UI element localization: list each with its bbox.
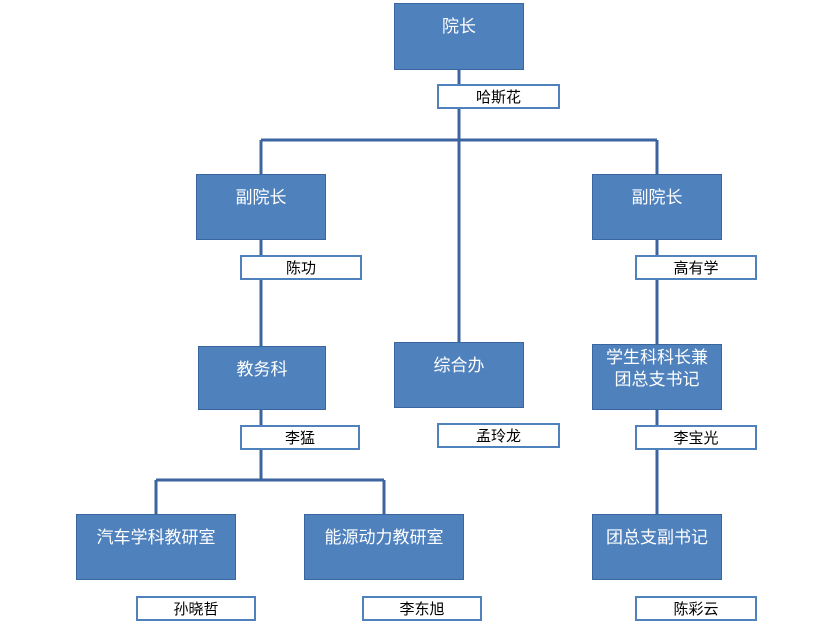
tag-academic-affairs-name-text: 李猛 [284,429,315,447]
box-academic-affairs-title: 教务科 [236,360,288,380]
tag-energy-lab-name: 李东旭 [362,596,482,621]
tag-youth-league-deputy-name-text: 陈彩云 [673,600,719,618]
box-energy-lab: 能源动力教研室 [304,514,464,580]
tag-dean-name-text: 哈斯花 [475,88,521,106]
tag-student-affairs-name: 李宝光 [635,425,757,450]
box-student-affairs: 学生科科长兼团总支书记 [592,344,722,410]
box-auto-lab-title: 汽车学科教研室 [96,528,216,548]
box-vice-dean-2-title: 副院长 [631,188,683,208]
box-academic-affairs: 教务科 [198,346,326,410]
box-energy-lab-title: 能源动力教研室 [324,528,444,548]
tag-auto-lab-name: 孙晓哲 [136,596,256,621]
tag-general-office-name: 孟玲龙 [437,423,560,448]
box-general-office: 综合办 [394,342,524,408]
box-dean: 院长 [394,3,524,70]
tag-energy-lab-name-text: 李东旭 [399,600,445,618]
tag-academic-affairs-name: 李猛 [240,425,360,450]
tag-auto-lab-name-text: 孙晓哲 [173,600,219,618]
box-vice-dean-1: 副院长 [196,174,326,240]
box-vice-dean-2: 副院长 [592,174,722,240]
box-vice-dean-1-title: 副院长 [235,188,287,208]
box-general-office-title: 综合办 [433,356,485,376]
tag-vice-dean-2-name: 高有学 [635,255,757,280]
box-youth-league-deputy: 团总支副书记 [592,514,722,580]
tag-vice-dean-2-name-text: 高有学 [673,259,719,277]
box-dean-title: 院长 [442,17,476,37]
tag-vice-dean-1-name: 陈功 [240,255,362,280]
box-youth-league-deputy-title: 团总支副书记 [606,528,708,548]
tag-general-office-name-text: 孟玲龙 [475,427,521,445]
box-auto-lab: 汽车学科教研室 [76,514,236,580]
tag-youth-league-deputy-name: 陈彩云 [635,596,757,621]
box-student-affairs-title: 学生科科长兼团总支书记 [606,348,708,390]
tag-dean-name: 哈斯花 [437,84,560,109]
tag-student-affairs-name-text: 李宝光 [673,429,719,447]
tag-vice-dean-1-name-text: 陈功 [285,259,316,277]
